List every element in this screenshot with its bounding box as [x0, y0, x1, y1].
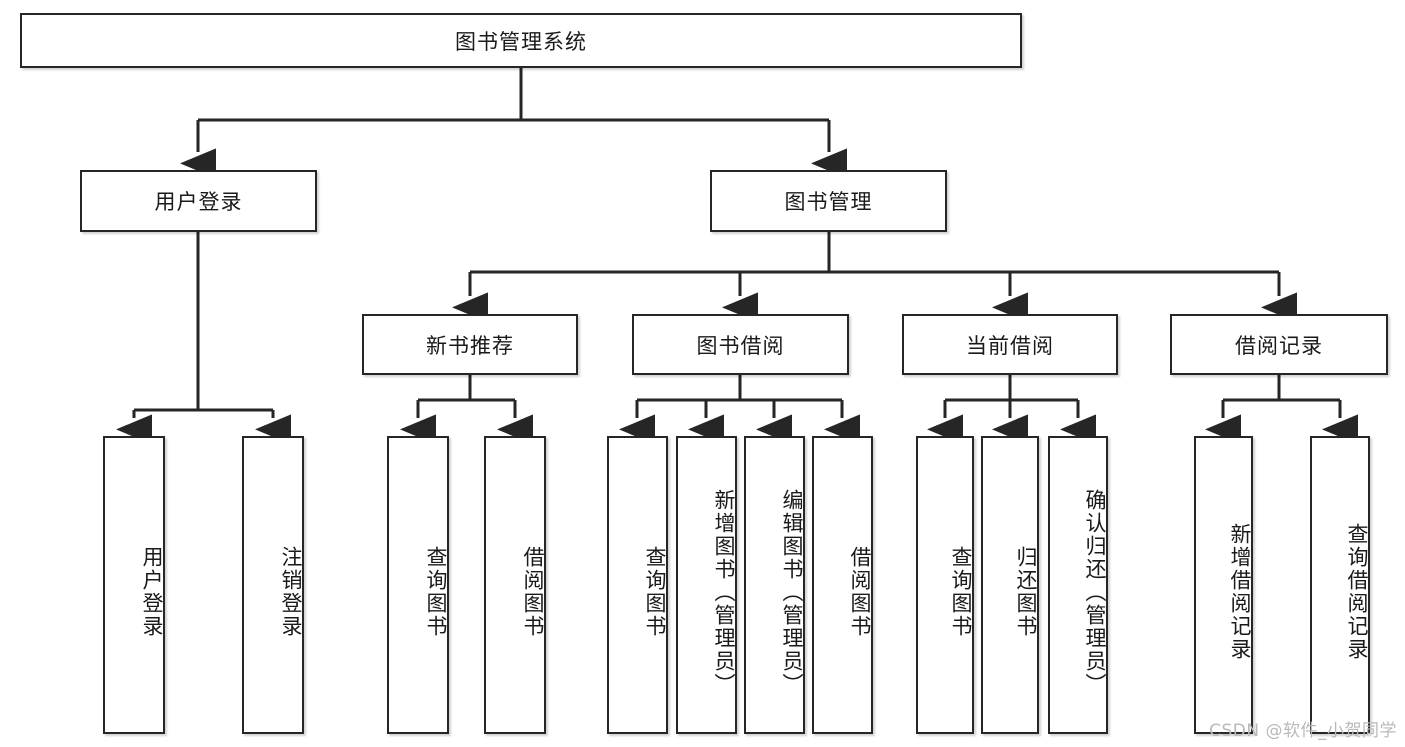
- node-leaf-6-label: 新增图书（管理员）: [712, 488, 736, 696]
- node-leaf-5-label: 查询图书: [643, 546, 667, 638]
- node-level2-1-label: 新书推荐: [426, 333, 514, 358]
- node-leaf-2[interactable]: 注销登录: [242, 436, 304, 734]
- node-leaf-12[interactable]: 新增借阅记录: [1194, 436, 1253, 734]
- node-leaf-6[interactable]: 新增图书（管理员）: [676, 436, 737, 734]
- node-root-label: 图书管理系统: [455, 29, 587, 54]
- node-leaf-13[interactable]: 查询借阅记录: [1310, 436, 1370, 734]
- node-leaf-8[interactable]: 借阅图书: [812, 436, 873, 734]
- node-leaf-9[interactable]: 查询图书: [916, 436, 974, 734]
- node-leaf-9-label: 查询图书: [949, 546, 973, 638]
- node-leaf-10[interactable]: 归还图书: [981, 436, 1039, 734]
- node-level1-1-label: 用户登录: [154, 190, 243, 214]
- node-leaf-3[interactable]: 查询图书: [387, 436, 449, 734]
- node-leaf-12-label: 新增借阅记录: [1228, 523, 1252, 661]
- node-leaf-4[interactable]: 借阅图书: [484, 436, 546, 734]
- node-level1-1[interactable]: 用户登录: [80, 170, 317, 232]
- node-level2-2[interactable]: 图书借阅: [632, 314, 849, 375]
- node-leaf-13-label: 查询借阅记录: [1345, 523, 1369, 661]
- node-level1-2[interactable]: 图书管理: [710, 170, 947, 232]
- node-leaf-3-label: 查询图书: [424, 546, 448, 638]
- node-level2-3-label: 当前借阅: [966, 333, 1054, 358]
- node-level2-2-label: 图书借阅: [696, 333, 785, 358]
- node-leaf-5[interactable]: 查询图书: [607, 436, 668, 734]
- node-level2-3[interactable]: 当前借阅: [902, 314, 1118, 375]
- node-root[interactable]: 图书管理系统: [20, 13, 1022, 68]
- node-leaf-2-label: 注销登录: [279, 546, 303, 638]
- node-leaf-10-label: 归还图书: [1014, 546, 1038, 638]
- node-level2-4[interactable]: 借阅记录: [1170, 314, 1388, 375]
- node-leaf-4-label: 借阅图书: [521, 546, 545, 638]
- node-level2-1[interactable]: 新书推荐: [362, 314, 578, 375]
- watermark: CSDN @软件_小贺同学: [1209, 721, 1397, 741]
- node-leaf-11-label: 确认归还（管理员）: [1083, 488, 1107, 696]
- node-level1-2-label: 图书管理: [784, 190, 873, 214]
- node-leaf-7-label: 编辑图书（管理员）: [780, 488, 804, 696]
- node-leaf-8-label: 借阅图书: [848, 546, 872, 638]
- node-leaf-1[interactable]: 用户登录: [103, 436, 165, 734]
- node-leaf-1-label: 用户登录: [140, 546, 164, 638]
- node-leaf-11[interactable]: 确认归还（管理员）: [1048, 436, 1108, 734]
- node-leaf-7[interactable]: 编辑图书（管理员）: [744, 436, 805, 734]
- node-level2-4-label: 借阅记录: [1235, 333, 1323, 358]
